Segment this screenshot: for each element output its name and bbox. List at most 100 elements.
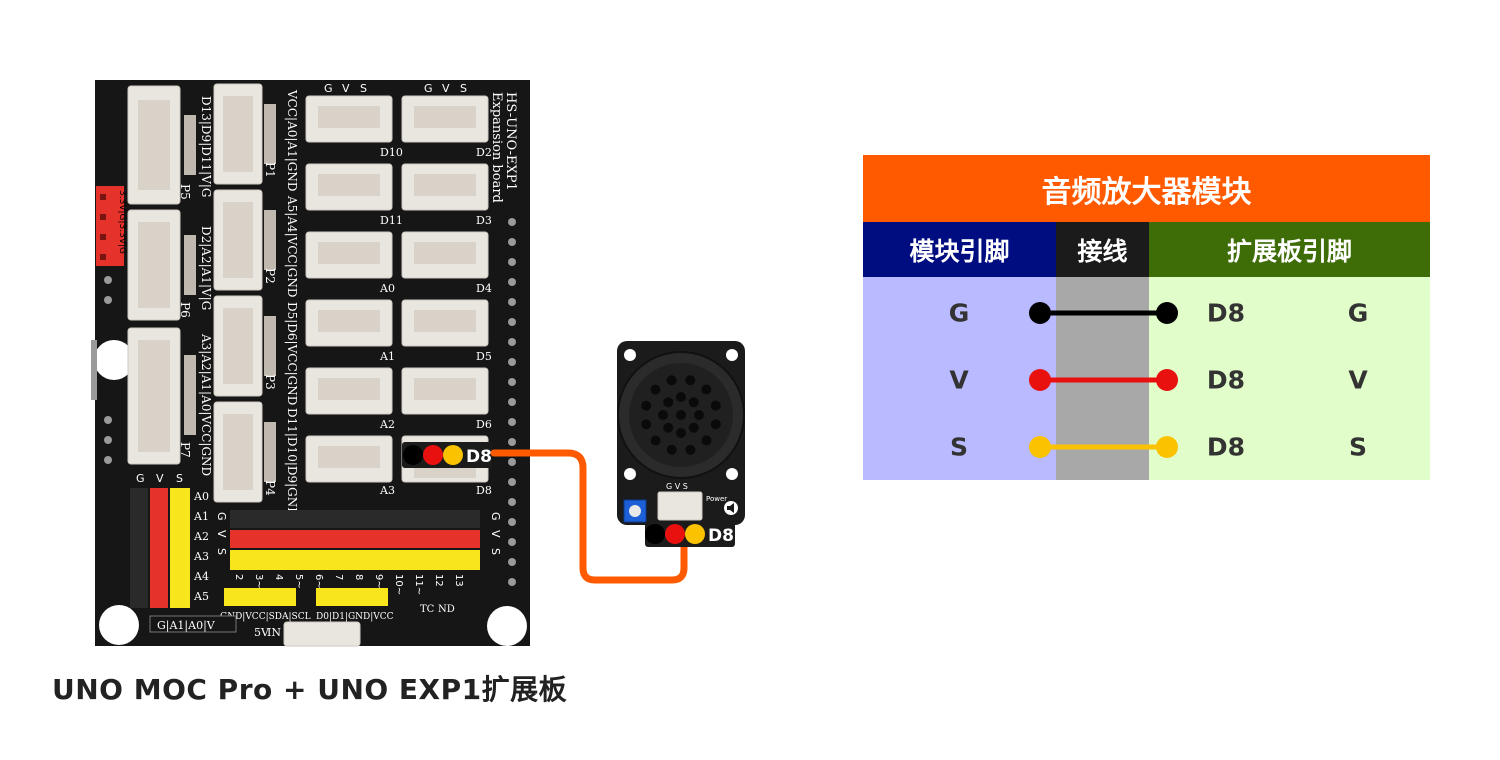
- grille-hole: [663, 422, 674, 433]
- wire-endpoint: [1029, 302, 1051, 324]
- gvs-label: G: [324, 82, 333, 95]
- digital-pin-label: 8: [353, 574, 364, 580]
- gvs-label: G: [424, 82, 433, 95]
- grille-hole: [676, 428, 686, 438]
- digital-pin-label: 12: [433, 574, 444, 587]
- grille-hole: [710, 400, 721, 411]
- wire-endpoint: [1156, 302, 1178, 324]
- grille-hole: [641, 419, 652, 430]
- board-notch: [91, 340, 97, 400]
- left-header-port: P5: [178, 184, 192, 200]
- analog-pin-label: A1: [193, 510, 209, 523]
- left-header-label: A3|A2|A1|A0|VCC|GND: [199, 333, 213, 476]
- connector-label: A2: [379, 418, 395, 431]
- mid-header-port: P1: [263, 162, 277, 178]
- left-header-p6: [127, 209, 196, 321]
- analog-header: G V S A0 A1 A2 A3 A4 A5: [130, 472, 209, 608]
- gvs-label: S: [489, 548, 502, 555]
- grille-hole: [650, 384, 661, 395]
- board-pin-v: V: [1348, 365, 1368, 395]
- gvs-label: V: [215, 530, 228, 538]
- grille-hole: [676, 392, 686, 402]
- connector: [401, 231, 489, 279]
- left-header-port: P6: [178, 302, 192, 318]
- analog-pin-label: A5: [193, 590, 209, 603]
- wire-endpoint: [1029, 436, 1051, 458]
- digital-pin-label: 3~: [253, 574, 264, 589]
- mid-header-label: VCC|A0|A1|GND: [285, 89, 299, 191]
- side-label: TC: [420, 604, 435, 615]
- board-port: D8: [1206, 298, 1246, 328]
- module-d8-label: D8: [708, 526, 734, 546]
- left-header-label: D13|D9|D11|V|G: [199, 96, 213, 197]
- board-pin-column: [1149, 277, 1430, 480]
- connector: [305, 367, 393, 415]
- digital-pin-label: 2: [233, 574, 244, 580]
- dot-black: [645, 524, 665, 544]
- caption: UNO MOC Pro + UNO EXP1扩展板: [52, 673, 568, 706]
- grille-hole: [685, 444, 696, 455]
- digital-pin-label: 5~: [293, 574, 304, 589]
- mount-hole: [99, 605, 139, 645]
- connector-label: D10: [380, 146, 403, 159]
- table-title: 音频放大器模块: [863, 155, 1430, 222]
- gvs-label: G: [136, 472, 145, 485]
- wire-overlay: [1029, 302, 1178, 458]
- audio-amplifier-module: G V S Power D8: [617, 341, 745, 547]
- module-pin-s: S: [949, 432, 969, 462]
- mount-hole: [487, 606, 527, 646]
- digital-pin-label: 6~: [313, 574, 324, 589]
- digital-pin-label: 13: [453, 574, 464, 587]
- dot-black: [403, 445, 423, 465]
- mid-header-label: D5|D6|VCC|GND: [285, 302, 299, 405]
- board-subtitle: Expansion board: [489, 92, 504, 203]
- connector-label: D11: [380, 214, 403, 227]
- connector-label: D2: [476, 146, 492, 159]
- left-header-label: D2|A2|A1|V|G: [199, 226, 213, 310]
- grille-hole: [666, 375, 677, 386]
- connector-label: D4: [476, 282, 492, 295]
- gvs-label: S: [360, 82, 367, 95]
- module-connector: [657, 491, 703, 521]
- gvs-label: S: [215, 548, 228, 555]
- grille-hole: [701, 435, 712, 446]
- connector: [401, 163, 489, 211]
- gvs-label: S: [176, 472, 183, 485]
- digital-pin-label: 9~: [373, 574, 384, 589]
- uart-label: D0|D1|GND|VCC: [316, 612, 394, 622]
- gvs-label: V: [156, 472, 164, 485]
- mid-header-port: P3: [263, 374, 277, 390]
- i2c-label: GND|VCC|SDA|SCL: [220, 612, 311, 622]
- header-board-pin: 扩展板引脚: [1149, 222, 1430, 277]
- mount-hole: [726, 349, 738, 361]
- dot-red: [423, 445, 443, 465]
- connector: [305, 435, 393, 483]
- gvs-label: V: [442, 82, 450, 95]
- in-label: IN: [267, 626, 281, 639]
- bottom-headers: GND|VCC|SDA|SCL D0|D1|GND|VCC IN 5V TC N…: [149, 588, 455, 647]
- mid-header-label: A5|A4|VCC|GND: [285, 195, 299, 297]
- mount-hole: [624, 468, 636, 480]
- grille-hole: [666, 444, 677, 455]
- mount-hole: [94, 340, 134, 380]
- connector: [305, 299, 393, 347]
- grille-hole: [701, 384, 712, 395]
- grille-hole: [688, 397, 699, 408]
- left-header-p5: [127, 85, 196, 205]
- power-header-label: 3.3V|G|3.3V|G: [117, 190, 127, 254]
- pin-mapping-table: 音频放大器模块 模块引脚 接线 扩展板引脚 G V S D8 D8 D8 G V…: [863, 155, 1430, 480]
- header-module-pin: 模块引脚: [863, 222, 1056, 277]
- mid-header-port: P2: [263, 268, 277, 284]
- grille-hole: [688, 422, 699, 433]
- digital-pin-label: 11~: [413, 574, 424, 595]
- module-pin-column: [863, 277, 1056, 480]
- header-wiring: 接线: [1056, 222, 1149, 277]
- module-pin-g: G: [948, 298, 970, 328]
- dot-red: [665, 524, 685, 544]
- mid-header-label: D11|D10|D9|GND: [285, 408, 299, 517]
- grille-hole: [694, 410, 704, 420]
- mid-header-p1: [213, 83, 276, 185]
- wire-endpoint: [1156, 369, 1178, 391]
- connector-label: A3: [379, 484, 395, 497]
